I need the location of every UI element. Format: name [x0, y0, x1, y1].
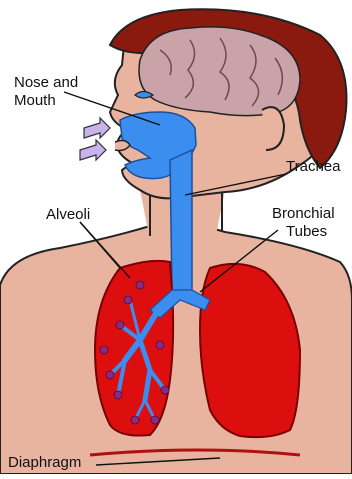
label-bronchial-line2: Tubes [286, 223, 327, 241]
label-diaphragm: Diaphragm [8, 454, 81, 472]
trachea [170, 150, 192, 300]
label-nose-and-mouth-line2: Mouth [14, 92, 56, 110]
label-nose-and-mouth-line1: Nose and [14, 74, 78, 92]
label-bronchial-line1: Bronchial [272, 205, 335, 223]
inhaled-air-arrows-icon [80, 118, 110, 160]
label-alveoli: Alveoli [46, 206, 90, 224]
label-trachea: Trachea [286, 158, 340, 176]
